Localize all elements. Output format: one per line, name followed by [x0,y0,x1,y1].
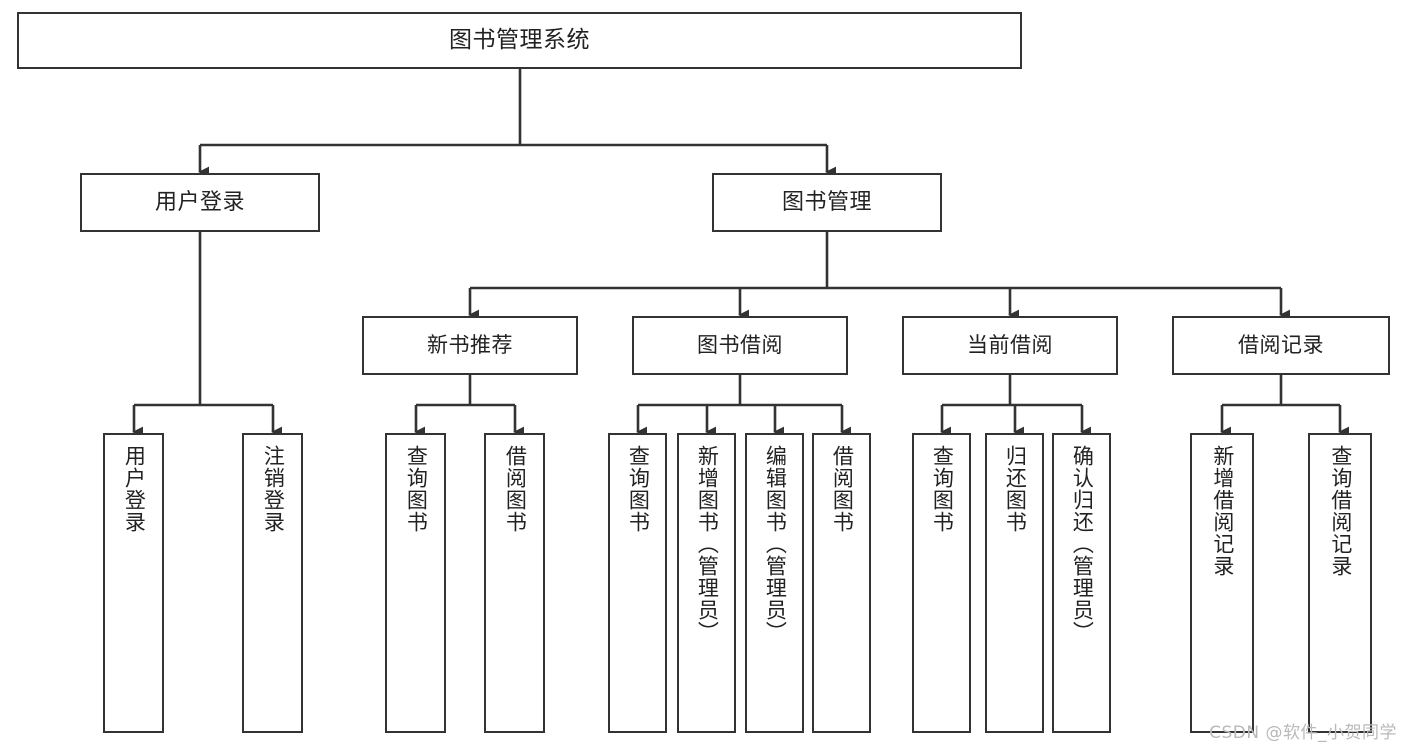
leaf-query-book-recommend-label: 查询图书 [404,445,429,533]
leaf-add-book[interactable]: 新增图书（管理员） [677,433,736,733]
leaf-edit-book-label: 编辑图书（管理员） [763,445,788,643]
leaf-confirm-return-label: 确认归还（管理员） [1070,445,1095,643]
node-user-login-label: 用户登录 [154,189,245,215]
node-book-borrow[interactable]: 图书借阅 [632,316,848,375]
leaf-query-book-recommend[interactable]: 查询图书 [385,433,446,733]
leaf-return-book[interactable]: 归还图书 [985,433,1044,733]
leaf-borrow-book-label: 借阅图书 [830,445,855,533]
leaf-query-borrow-record[interactable]: 查询借阅记录 [1308,433,1372,733]
leaf-add-borrow-record[interactable]: 新增借阅记录 [1190,433,1254,733]
node-current-borrow-label: 当前借阅 [967,333,1053,358]
leaf-borrow-book-recommend[interactable]: 借阅图书 [484,433,545,733]
leaf-borrow-book-recommend-label: 借阅图书 [503,445,528,533]
node-user-login[interactable]: 用户登录 [80,173,320,232]
leaf-logout-label: 注销登录 [261,445,286,533]
leaf-query-book-borrow-label: 查询图书 [626,445,651,533]
leaf-query-borrow-record-label: 查询借阅记录 [1328,445,1353,577]
leaf-logout[interactable]: 注销登录 [242,433,303,733]
node-new-book-recommend-label: 新书推荐 [427,333,513,358]
node-new-book-recommend[interactable]: 新书推荐 [362,316,578,375]
leaf-edit-book[interactable]: 编辑图书（管理员） [745,433,804,733]
leaf-return-book-label: 归还图书 [1003,445,1028,533]
leaf-user-login-label: 用户登录 [122,445,147,533]
leaf-add-book-label: 新增图书（管理员） [695,445,720,643]
leaf-user-login[interactable]: 用户登录 [103,433,164,733]
leaf-borrow-book[interactable]: 借阅图书 [812,433,871,733]
node-book-borrow-label: 图书借阅 [697,333,783,358]
leaf-confirm-return[interactable]: 确认归还（管理员） [1052,433,1111,733]
node-book-manage-label: 图书管理 [781,189,872,215]
node-borrow-record[interactable]: 借阅记录 [1172,316,1390,375]
leaf-add-borrow-record-label: 新增借阅记录 [1210,445,1235,577]
watermark: CSDN @软件_小贺同学 [1209,723,1397,743]
node-book-manage[interactable]: 图书管理 [712,173,942,232]
node-borrow-record-label: 借阅记录 [1238,333,1324,358]
leaf-query-book-current-label: 查询图书 [930,445,955,533]
node-current-borrow[interactable]: 当前借阅 [902,316,1118,375]
node-root[interactable]: 图书管理系统 [17,12,1022,69]
leaf-query-book-borrow[interactable]: 查询图书 [608,433,667,733]
node-root-label: 图书管理系统 [449,26,590,53]
leaf-query-book-current[interactable]: 查询图书 [912,433,971,733]
